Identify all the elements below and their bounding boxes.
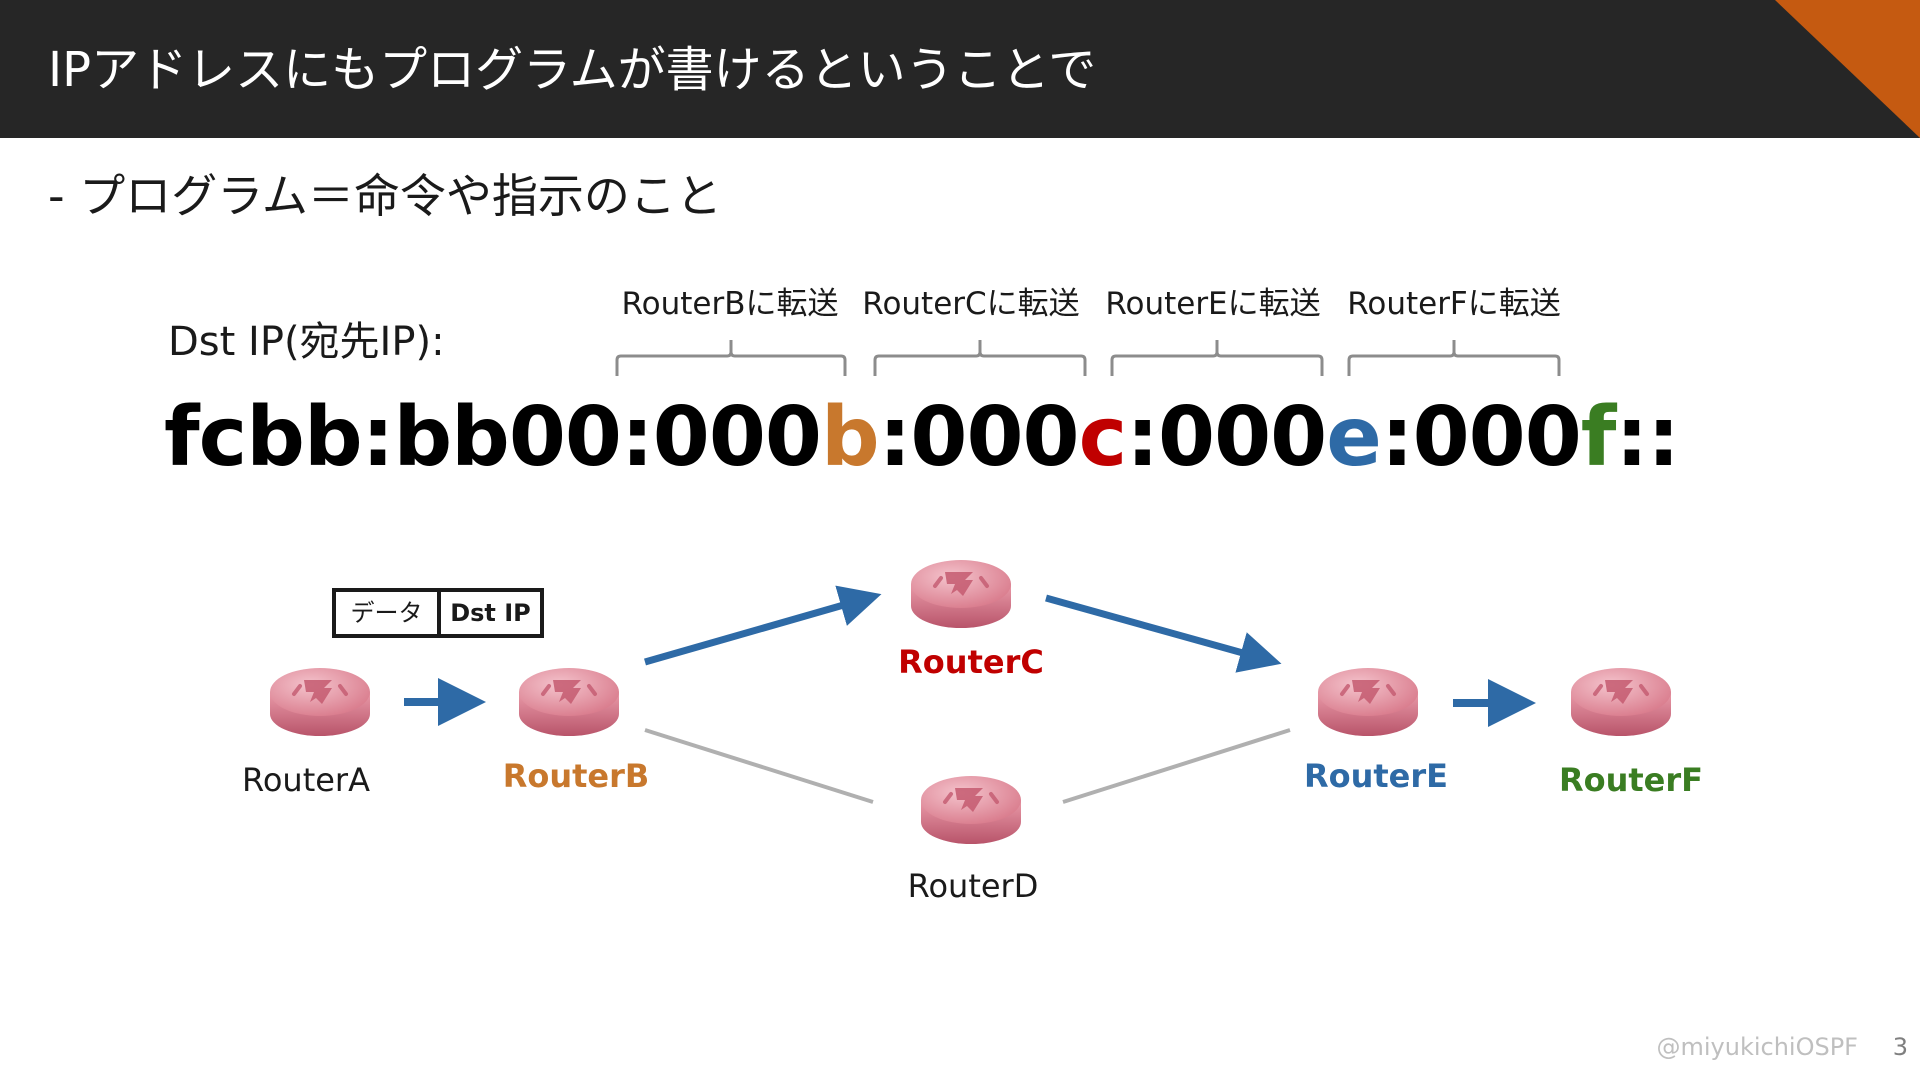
addr-part-prefix: fcbb:bb00:000 [164,390,822,485]
addr-part-e: e [1326,390,1382,485]
router-f-icon [1567,656,1675,748]
slide-title: IPアドレスにもプログラムが書けるということで [48,42,1097,98]
author-handle: @miyukichiOSPF [1656,1033,1858,1061]
router-d-icon [917,764,1025,856]
arrow-c-e [1045,594,1282,673]
router-b-icon [515,656,623,748]
link-b-d [644,728,874,804]
addr-part-suffix: :: [1615,390,1680,485]
arrow-b-c [644,585,882,666]
segment-label-b: RouterBに転送 [621,286,839,322]
brace-c [873,340,1087,376]
addr-part-sep-2: :000 [1126,390,1327,485]
segment-label-c: RouterCに転送 [862,286,1080,322]
bullet-point: - プログラム＝命令や指示のこと [48,169,722,223]
brace-f [1347,340,1561,376]
dst-ip-label: Dst IP(宛先IP): [168,319,445,365]
segment-label-e: RouterEに転送 [1105,286,1321,322]
router-b-label: RouterB [502,757,650,795]
router-a-icon [266,656,374,748]
addr-part-c: c [1078,390,1128,485]
addr-part-f: f [1580,390,1617,485]
slide-header: IPアドレスにもプログラムが書けるということで [0,0,1920,138]
srv6-address: fcbb:bb00:000b:000c:000e:000f:: [164,388,1680,488]
segment-label-f: RouterFに転送 [1347,286,1561,322]
router-c-label: RouterC [898,643,1044,681]
router-a-label: RouterA [242,761,370,799]
router-e-label: RouterE [1303,757,1449,795]
router-c-icon [907,548,1015,640]
router-d-label: RouterD [907,867,1039,905]
addr-part-b: b [820,390,880,485]
router-f-label: RouterF [1558,761,1704,799]
router-e-icon [1314,656,1422,748]
addr-part-sep-3: :000 [1380,390,1582,485]
header-accent-triangle [1775,0,1920,138]
link-d-e [1062,728,1291,804]
packet-header: データ Dst IP [332,588,544,638]
brace-e [1110,340,1324,376]
packet-data-field: データ [336,592,441,634]
packet-dst-ip-field: Dst IP [450,599,531,627]
brace-b [615,340,847,376]
page-number: 3 [1892,1033,1908,1061]
addr-part-sep-1: :000 [878,390,1080,485]
